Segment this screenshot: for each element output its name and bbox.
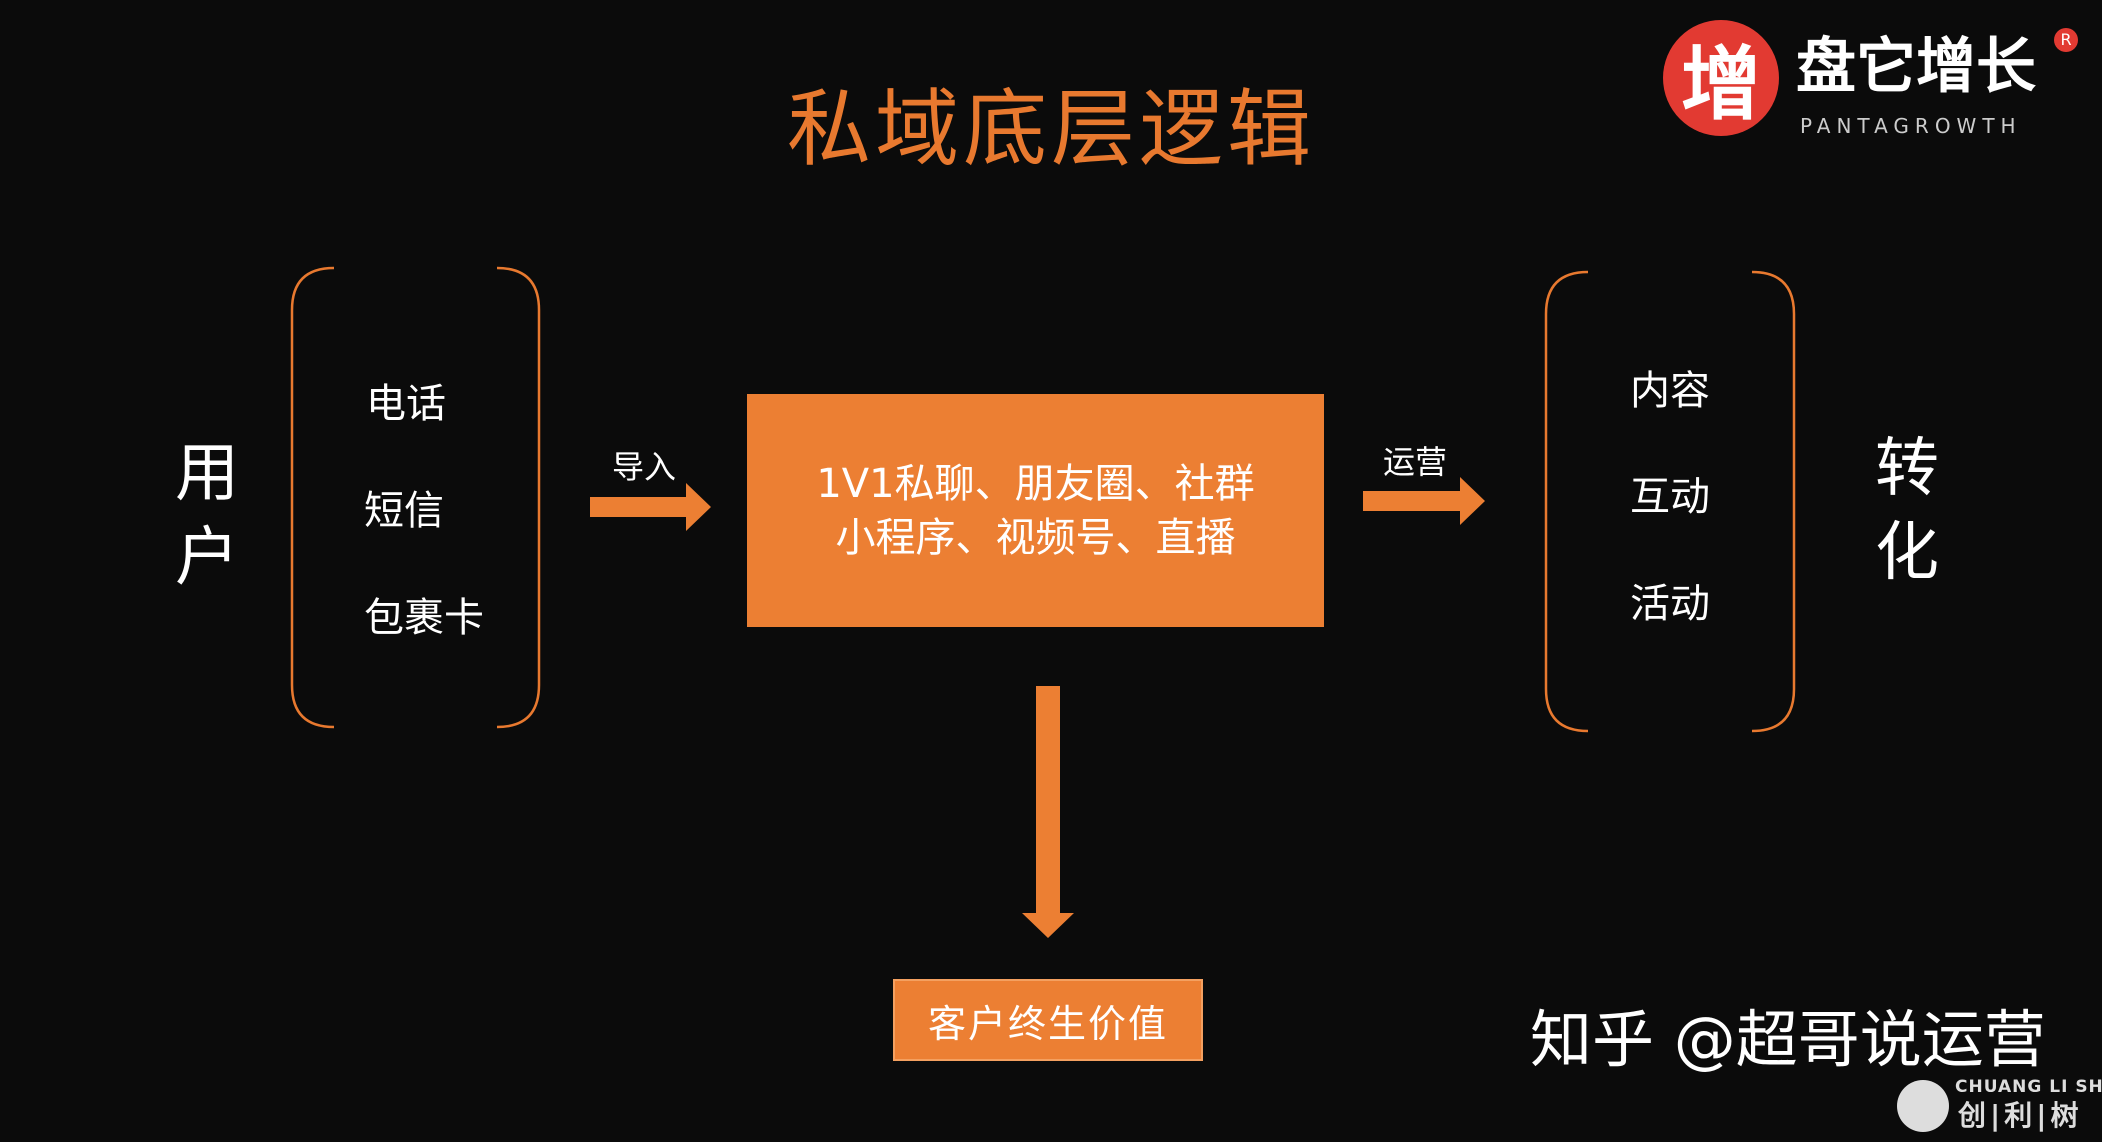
corner-logo-cn: 创|利|树 (1958, 1099, 2083, 1132)
conversion-label-1: 转 (1875, 432, 1939, 506)
user-label: 用 户 (162, 432, 252, 600)
watermark: 知乎 @超哥说运营 (1530, 1003, 2046, 1076)
right-item-activity: 活动 (1630, 581, 1710, 627)
center-box-line1: 1V1私聊、朋友圈、社群 (816, 460, 1255, 507)
center-box-line2: 小程序、视频号、直播 (835, 514, 1236, 561)
arrow-in-label: 导入 (612, 448, 677, 486)
arrow-in-icon (590, 483, 711, 531)
user-label-1: 用 (175, 437, 239, 511)
left-bracket-close (496, 266, 541, 729)
left-bracket-open (290, 266, 335, 729)
logo-mark: 增 (1663, 20, 1779, 136)
center-box: 1V1私聊、朋友圈、社群 小程序、视频号、直播 (747, 394, 1324, 627)
left-item-sms: 短信 (364, 488, 444, 534)
arrow-out-label: 运营 (1383, 443, 1448, 481)
arrow-down-icon (1022, 686, 1074, 938)
logo-subtitle: PANTAGROWTH (1800, 114, 2022, 138)
right-bracket-open (1544, 270, 1589, 733)
left-item-phone: 电话 (366, 381, 446, 427)
right-item-interaction: 互动 (1630, 474, 1710, 520)
conversion-label-2: 化 (1875, 516, 1939, 590)
registered-mark: R (2054, 28, 2078, 52)
logo-name: 盘它增长 (1796, 32, 2036, 102)
wave-logo-icon (1897, 1080, 1949, 1132)
user-label-2: 户 (175, 521, 239, 595)
left-item-package-card: 包裹卡 (364, 595, 484, 641)
bottom-box: 客户终生价值 (893, 979, 1203, 1061)
right-item-content: 内容 (1630, 368, 1710, 414)
arrow-out-icon (1363, 477, 1485, 525)
conversion-label: 转 化 (1862, 427, 1952, 595)
page-title: 私域底层逻辑 (786, 80, 1315, 178)
right-bracket-close (1751, 270, 1796, 733)
corner-logo-en: CHUANG LI SHU (1955, 1077, 2102, 1097)
